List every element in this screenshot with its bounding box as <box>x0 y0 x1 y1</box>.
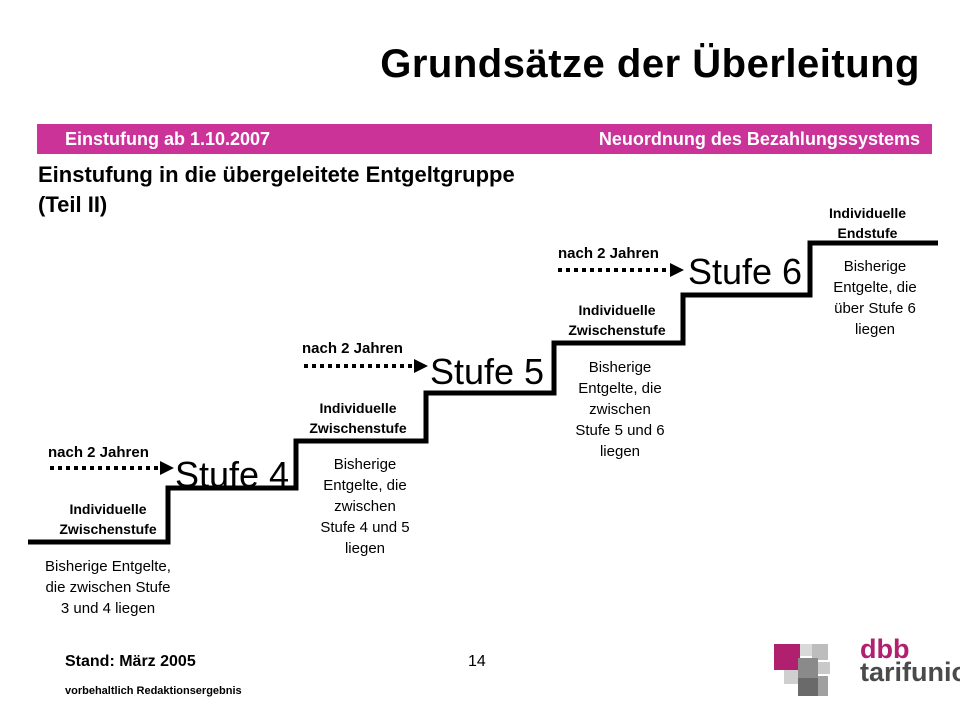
page-number: 14 <box>468 653 486 670</box>
staircase-line <box>28 240 938 545</box>
desc-stufe-5-6: Bisherige Entgelte, die zwischen Stufe 5… <box>575 359 665 460</box>
desc-stufe-4-5: Bisherige Entgelte, die zwischen Stufe 4… <box>320 456 410 557</box>
footer-note: vorbehaltlich Redaktionsergebnis <box>65 685 242 697</box>
stufe-5-label: Stufe 5 <box>430 351 545 392</box>
dbb-logo-mark-icon <box>774 644 830 696</box>
stufe-4-label: Stufe 4 <box>175 454 290 495</box>
slide-subtitle: Einstufung in die übergeleitete Entgeltg… <box>38 160 515 220</box>
logo-line-1: dbb <box>860 634 910 664</box>
nach-2-jahren-label-3: nach 2 Jahren <box>558 245 659 262</box>
subtitle-line-1: Einstufung in die übergeleitete Entgeltg… <box>38 162 515 187</box>
desc-stufe-3-4: Bisherige Entgelte, die zwischen Stufe 3… <box>45 558 171 617</box>
arrow-step-2 <box>304 359 428 373</box>
page-title: Grundsätze der Überleitung <box>380 42 920 86</box>
zwischenstufe-label-1: Individuelle Zwischenstufe <box>59 501 157 537</box>
arrow-step-3 <box>558 263 684 277</box>
desc-ueber-stufe-6: Bisherige Entgelte, die über Stufe 6 lie… <box>833 258 917 338</box>
endstufe-label: Individuelle Endstufe <box>828 205 906 241</box>
zwischenstufe-label-3: Individuelle Zwischenstufe <box>568 302 666 338</box>
banner-left-text: Einstufung ab 1.10.2007 <box>65 128 271 149</box>
nach-2-jahren-label-2: nach 2 Jahren <box>302 340 403 357</box>
subtitle-line-2: (Teil II) <box>38 192 108 217</box>
zwischenstufe-label-2: Individuelle Zwischenstufe <box>309 400 407 436</box>
stufe-6-label: Stufe 6 <box>688 251 803 292</box>
banner-right-text: Neuordnung des Bezahlungssystems <box>598 128 920 149</box>
footer-stand: Stand: März 2005 <box>65 653 196 670</box>
dbb-tarifunion-logo: dbb tarifunion <box>860 634 960 687</box>
nach-2-jahren-label-1: nach 2 Jahren <box>48 444 149 461</box>
arrow-step-1 <box>50 461 174 475</box>
logo-line-2: tarifunion <box>860 657 960 687</box>
section-banner: Einstufung ab 1.10.2007 Neuordnung des B… <box>37 124 932 154</box>
